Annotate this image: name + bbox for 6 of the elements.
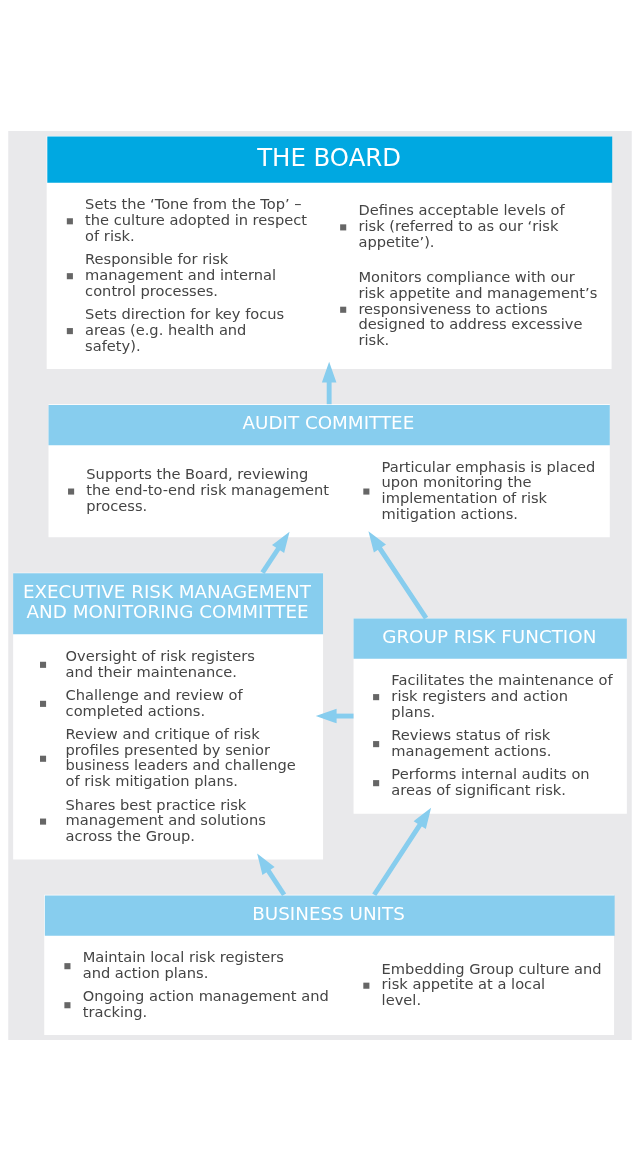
arrow — [315, 708, 354, 724]
arrow — [372, 807, 432, 897]
arrow — [260, 531, 290, 574]
arrow — [321, 361, 337, 405]
arrow — [368, 531, 429, 620]
arrow — [257, 853, 287, 897]
